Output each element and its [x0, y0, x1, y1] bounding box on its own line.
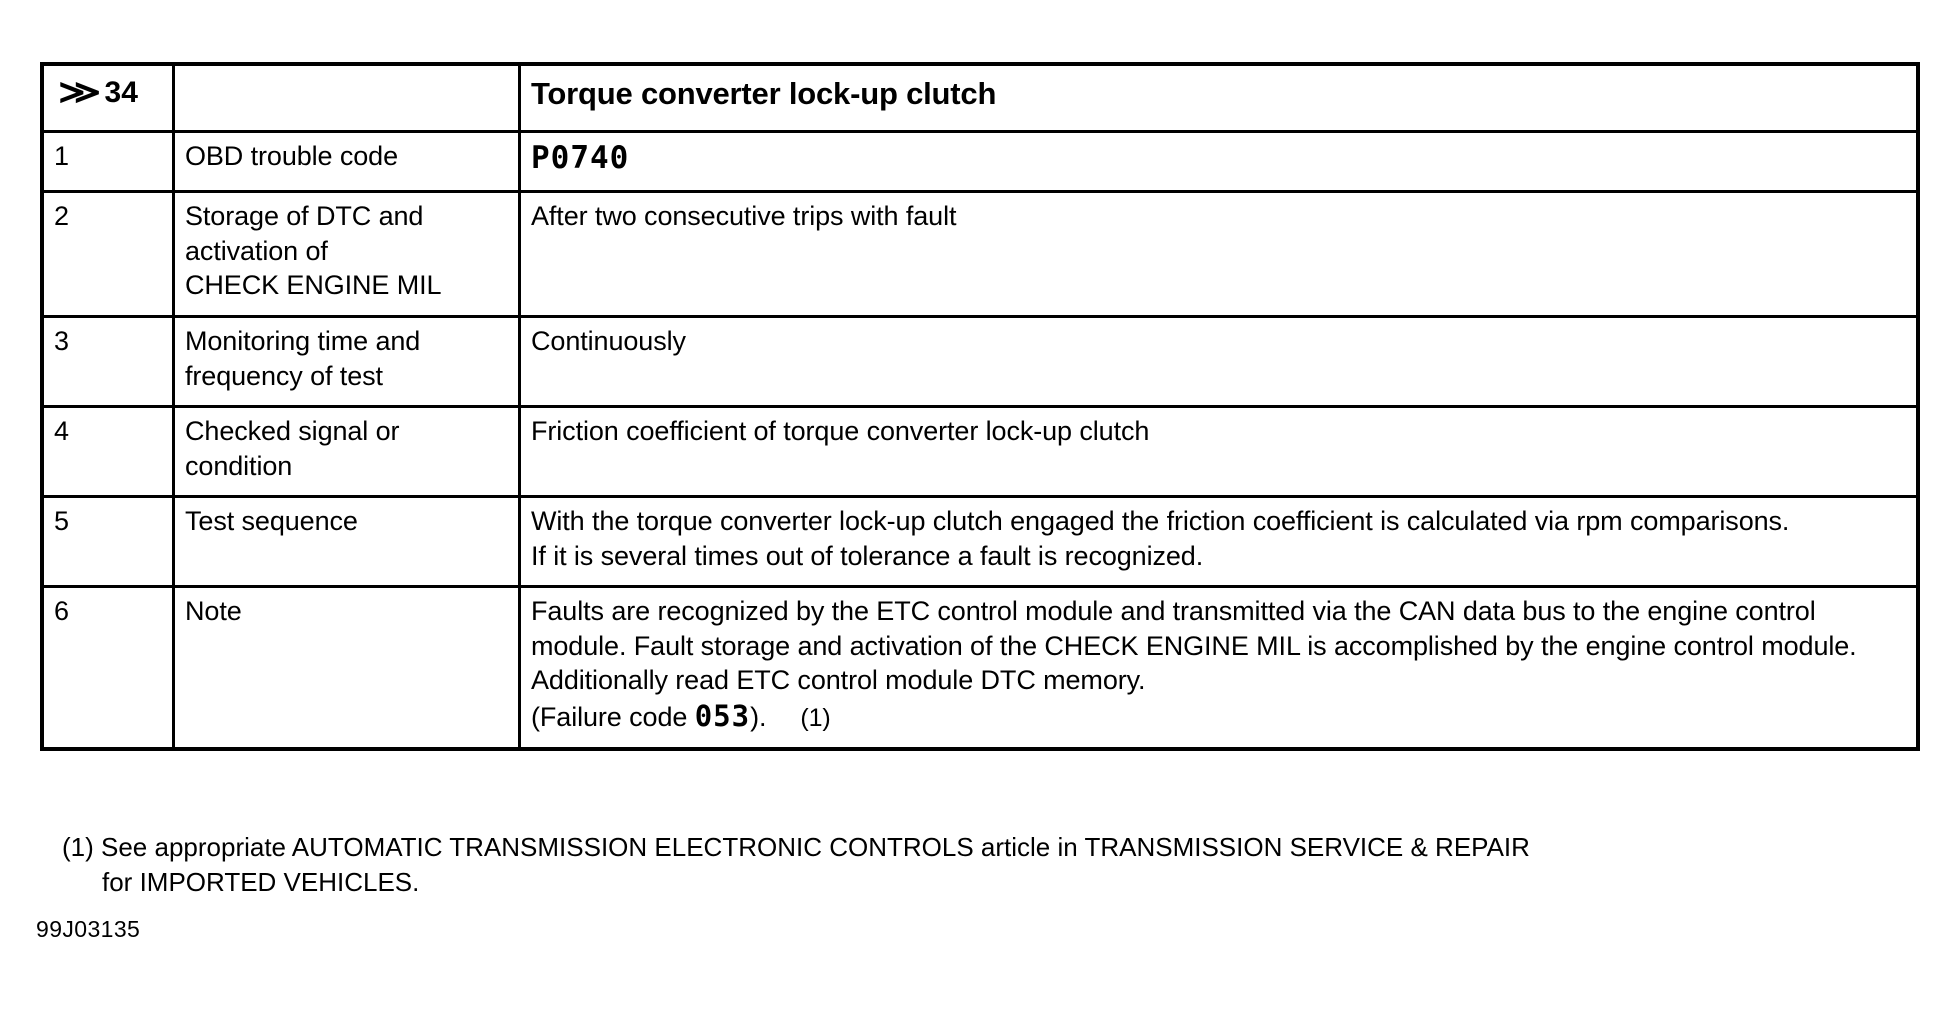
failure-code-suffix: ).	[750, 701, 767, 732]
row-value-line: If it is several times out of tolerance …	[531, 540, 1204, 571]
row-number: 1	[40, 129, 175, 194]
table-row: 4 Checked signal or condition Friction c…	[40, 405, 1920, 499]
row-number: 4	[40, 405, 175, 499]
failure-code-value: 053	[694, 698, 751, 733]
header-title-cell: Torque converter lock-up clutch	[518, 62, 1920, 133]
row-label-line: activation of	[185, 235, 328, 266]
failure-code-line: (Failure code 053). (1)	[531, 698, 1906, 735]
table-row: 1 OBD trouble code P0740	[40, 129, 1920, 194]
row-value-line: After two consecutive trips with fault	[531, 201, 957, 232]
row-value: After two consecutive trips with fault	[518, 190, 1920, 318]
row-value-line: Friction coefficient of torque converter…	[531, 416, 1150, 447]
row-number: 3	[40, 314, 175, 409]
page-title: Torque converter lock-up clutch	[531, 76, 997, 111]
header-index-group: ≫34	[54, 73, 138, 110]
row-value: Friction coefficient of torque converter…	[518, 405, 1920, 499]
row-number: 5	[40, 495, 175, 589]
dtc-table: ≫34 Torque converter lock-up clutch 1 OB…	[40, 62, 1920, 752]
row-value-line: Continuously	[531, 325, 686, 356]
row-label: Storage of DTC and activation of CHECK E…	[172, 190, 521, 318]
row-label-line: Monitoring time and	[185, 325, 421, 356]
row-value: With the torque converter lock-up clutch…	[518, 495, 1920, 589]
row-value-line: Faults are recognized by the ETC control…	[531, 596, 1857, 661]
row-label-line: Test sequence	[185, 506, 358, 537]
row-label-line: Note	[185, 596, 242, 627]
row-label-line: condition	[185, 450, 293, 481]
row-label: Note	[172, 585, 521, 751]
obd-trouble-code-value: P0740	[531, 139, 630, 176]
row-value-obd-code: P0740	[518, 129, 1920, 194]
header-index-number: 34	[104, 76, 138, 109]
footnote-line-1: (1) See appropriate AUTOMATIC TRANSMISSI…	[62, 832, 1530, 862]
row-number: 2	[40, 190, 175, 318]
footnote-reference: (1)	[800, 703, 831, 732]
document-id: 99J03135	[36, 916, 141, 942]
footnote-line-2: for IMPORTED VEHICLES.	[102, 866, 420, 897]
table-row: 5 Test sequence With the torque converte…	[40, 495, 1920, 589]
header-spacer-cell	[172, 62, 521, 133]
row-label: OBD trouble code	[172, 129, 521, 194]
row-label: Monitoring time and frequency of test	[172, 314, 521, 409]
row-value-line: Additionally read ETC control module DTC…	[531, 665, 1146, 696]
table-header-row: ≫34 Torque converter lock-up clutch	[40, 62, 1920, 133]
row-label-line: Checked signal or	[185, 416, 400, 447]
footnote: (1) See appropriate AUTOMATIC TRANSMISSI…	[62, 830, 1862, 899]
table-row: 6 Note Faults are recognized by the ETC …	[40, 585, 1920, 751]
row-label-line: frequency of test	[185, 360, 383, 391]
row-value-line: With the torque converter lock-up clutch…	[531, 506, 1790, 537]
row-label-line: Storage of DTC and	[185, 201, 424, 232]
header-index-cell: ≫34	[40, 62, 175, 133]
row-value: Continuously	[518, 314, 1920, 409]
row-label-line: CHECK ENGINE MIL	[185, 270, 442, 301]
row-label: Checked signal or condition	[172, 405, 521, 499]
table-row: 3 Monitoring time and frequency of test …	[40, 314, 1920, 409]
failure-code-prefix: (Failure code	[531, 701, 695, 732]
double-chevron-icon: ≫	[58, 73, 102, 110]
row-label: Test sequence	[172, 495, 521, 589]
row-value: Faults are recognized by the ETC control…	[518, 585, 1920, 751]
table-row: 2 Storage of DTC and activation of CHECK…	[40, 190, 1920, 318]
row-number: 6	[40, 585, 175, 751]
